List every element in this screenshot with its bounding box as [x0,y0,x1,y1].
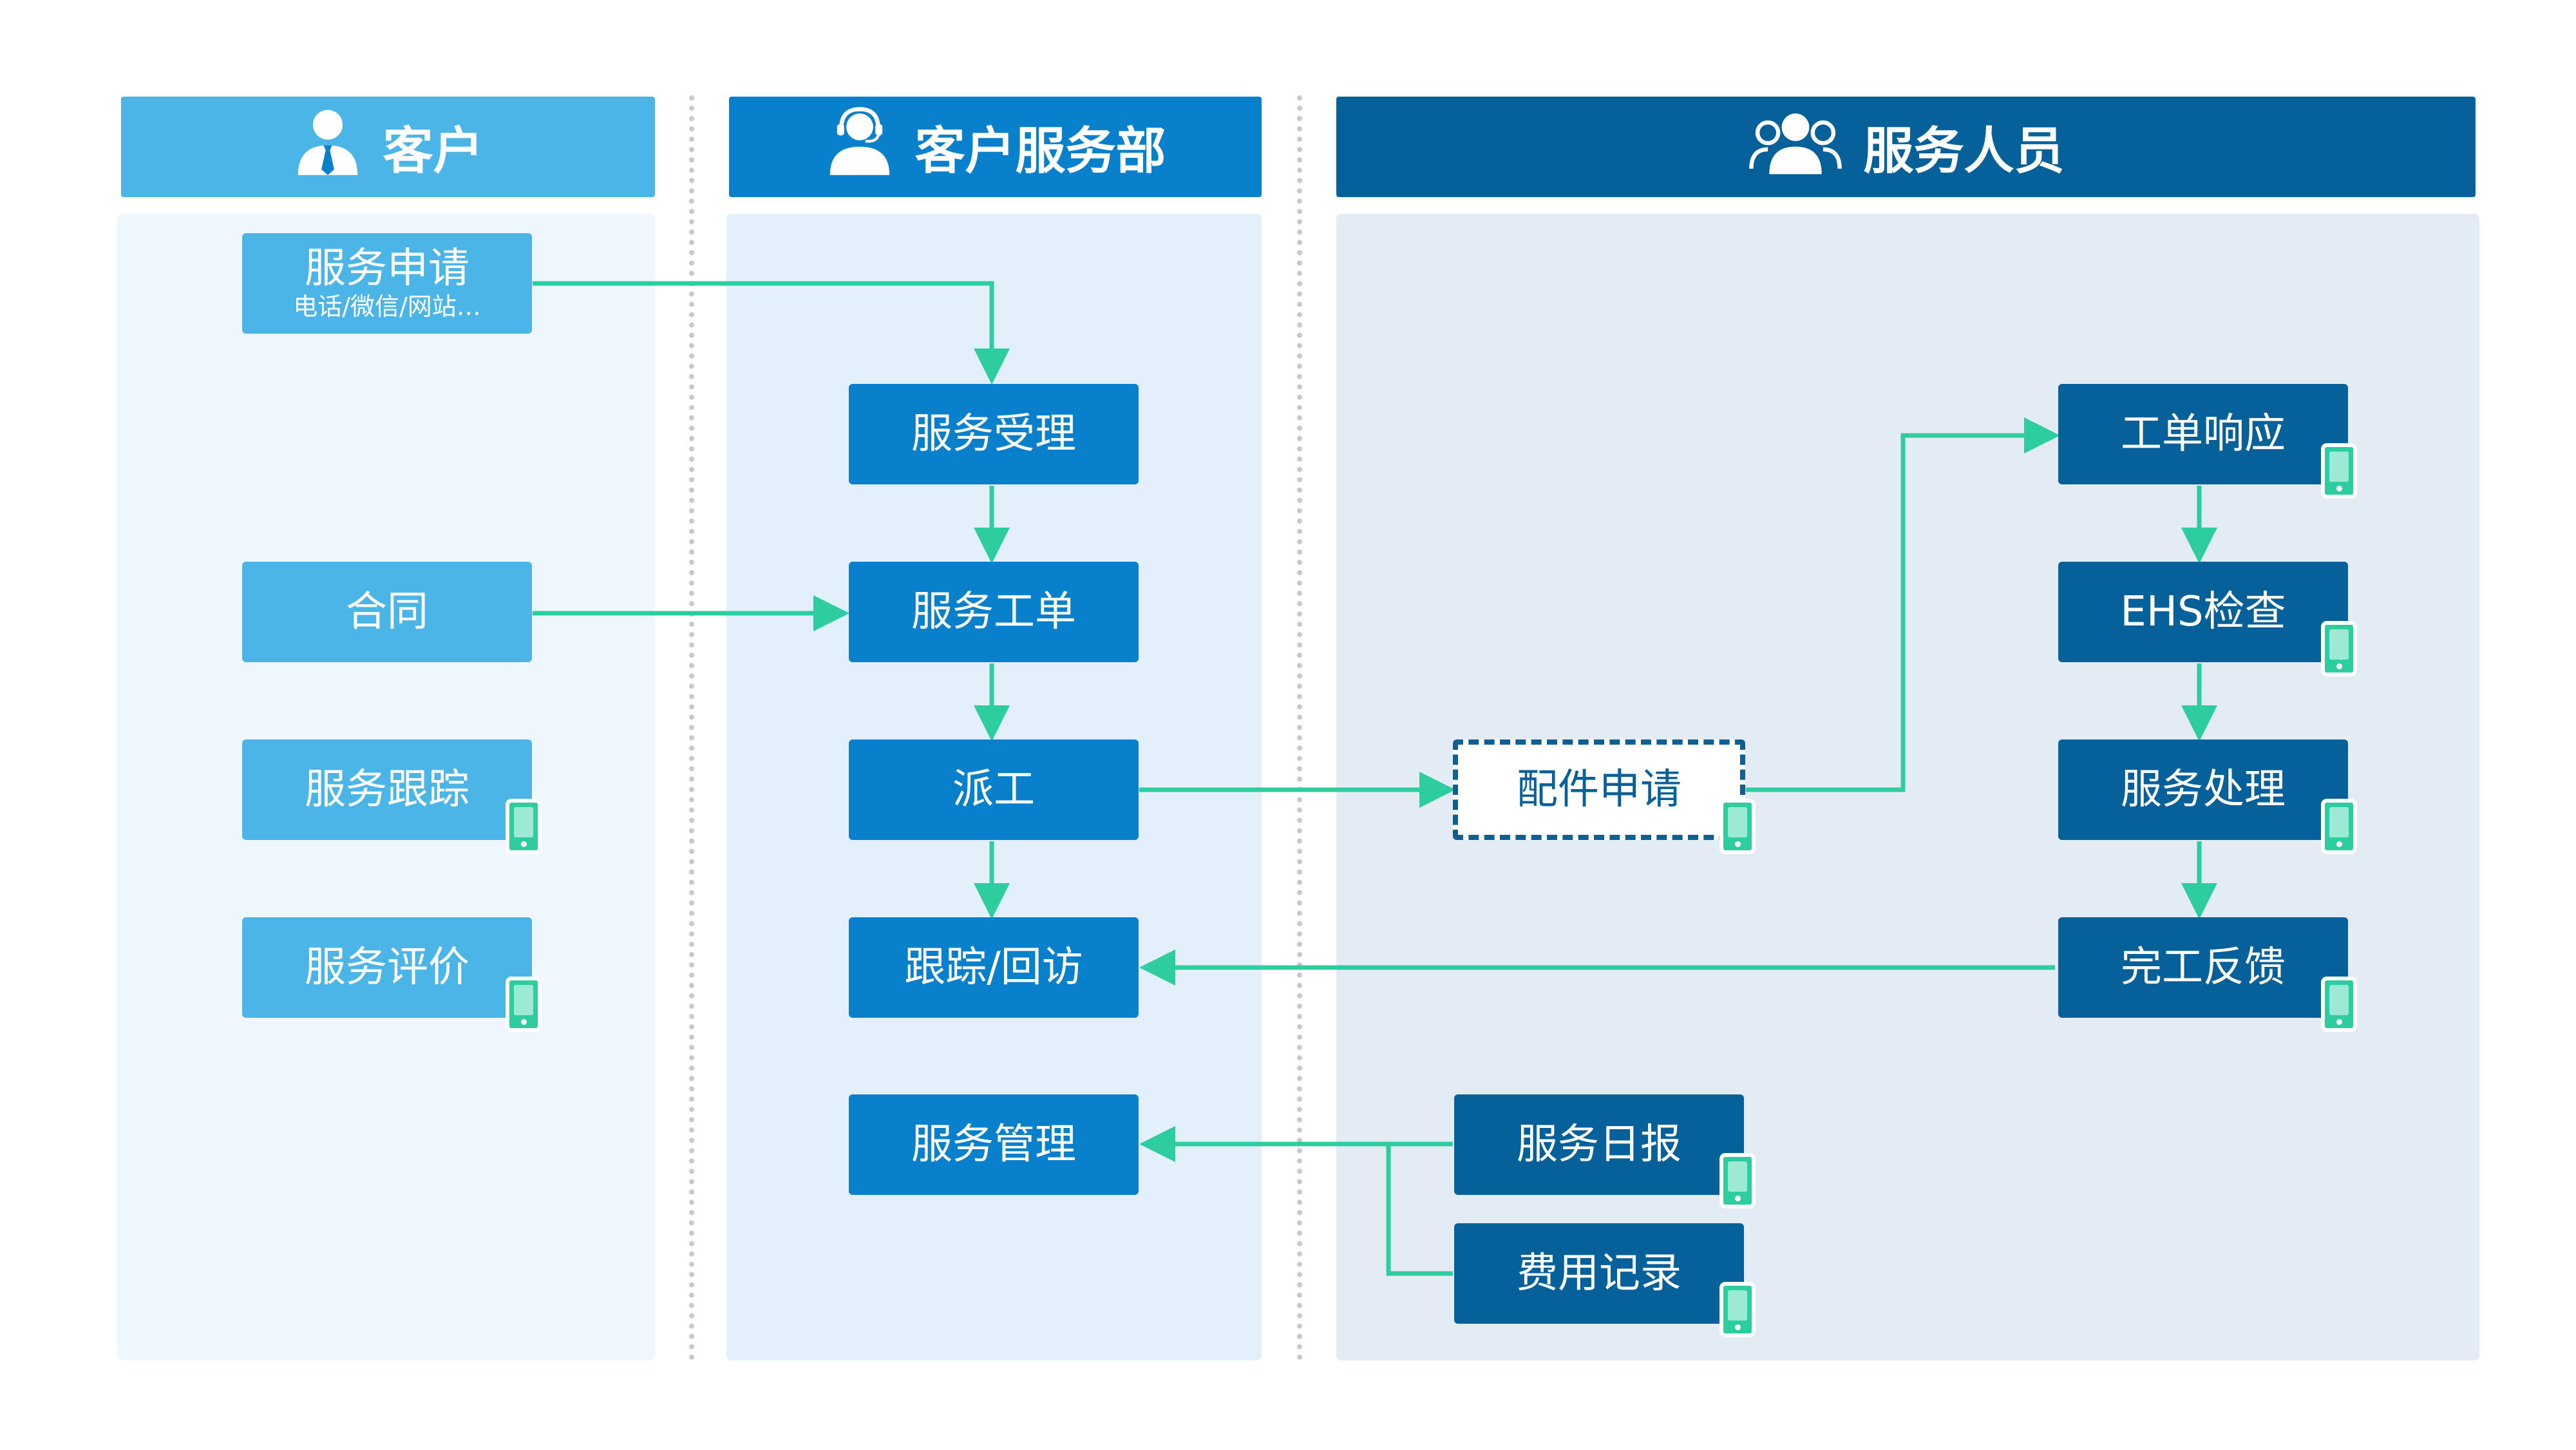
mobile-phone-icon [506,799,542,854]
work-order-response-node[interactable]: 工单响应 [2058,384,2348,484]
mobile-phone-icon [1719,799,1756,854]
arrow-parts-to-response [1746,417,2060,792]
user-tie-icon [292,106,363,189]
service-daily-report-node[interactable]: 服务日报 [1454,1094,1744,1195]
node-label: 服务处理 [2121,765,2286,814]
mobile-phone-icon [1719,1153,1756,1208]
user-group-icon [1747,106,1844,189]
node-label: 服务受理 [911,410,1076,458]
node-label: 跟踪/回访 [904,943,1083,991]
completion-feedback-node[interactable]: 完工反馈 [2058,917,2348,1018]
service-tracking-node[interactable]: 服务跟踪 [242,739,532,840]
mobile-phone-icon [1719,1282,1756,1337]
service-handling-node[interactable]: 服务处理 [2058,739,2348,840]
lane-divider [689,95,694,1360]
mobile-phone-icon [2321,799,2357,854]
node-sublabel: 电话/微信/网站… [293,292,481,321]
expense-record-node[interactable]: 费用记录 [1454,1223,1744,1324]
service-evaluation-node[interactable]: 服务评价 [242,917,532,1018]
node-label: 服务跟踪 [305,765,469,814]
lane-divider [1297,95,1302,1360]
service-dept-lane-header: 客户服务部 [729,97,1262,197]
service-acceptance-node[interactable]: 服务受理 [849,384,1139,484]
lane-title: 服务人员 [1863,122,2065,180]
tracking-followup-node[interactable]: 跟踪/回访 [849,917,1139,1018]
service-management-node[interactable]: 服务管理 [849,1094,1139,1195]
node-label: 费用记录 [1517,1249,1681,1297]
node-label: EHS检查 [2120,587,2286,636]
contract-node[interactable]: 合同 [242,562,532,662]
headset-agent-icon [824,106,895,189]
line-expense-to-management [1386,1144,1453,1276]
node-label: 合同 [346,587,428,636]
mobile-phone-icon [2321,977,2357,1032]
node-label: 服务日报 [1517,1120,1681,1169]
lane-title: 客户 [383,122,484,180]
mobile-phone-icon [2321,443,2357,499]
mobile-phone-icon [506,977,542,1032]
node-label: 派工 [952,765,1035,814]
node-label: 配件申请 [1517,765,1681,814]
staff-lane-header: 服务人员 [1336,97,2476,197]
node-label: 完工反馈 [2121,943,2286,991]
parts-request-node[interactable]: 配件申请 [1453,739,1745,840]
service-work-order-node[interactable]: 服务工单 [849,562,1139,662]
node-label: 工单响应 [2121,410,2286,458]
customer-lane-header: 客户 [121,97,655,197]
ehs-check-node[interactable]: EHS检查 [2058,562,2348,662]
lane-title: 客户服务部 [914,122,1166,180]
dispatch-node[interactable]: 派工 [849,739,1139,840]
service-request-node[interactable]: 服务申请 电话/微信/网站… [242,233,532,334]
node-label: 服务工单 [911,587,1076,636]
node-label: 服务评价 [305,943,469,991]
mobile-phone-icon [2321,621,2357,676]
node-label: 服务申请 [305,244,469,292]
node-label: 服务管理 [911,1120,1076,1169]
arrow-request-to-acceptance [533,281,1010,385]
